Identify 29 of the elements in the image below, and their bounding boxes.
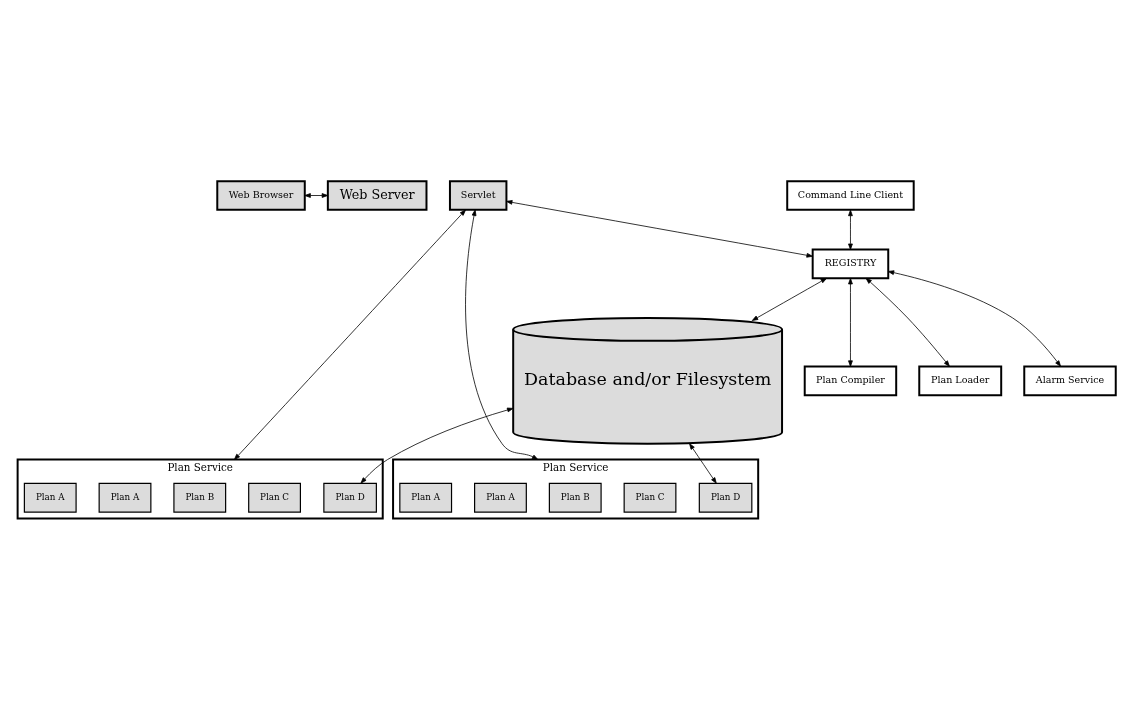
arrow [234,209,466,460]
node-box: Web Browser [216,180,306,211]
node-box: Plan B [173,482,227,513]
node-box: REGISTRY [811,248,890,280]
arrow [465,209,539,460]
node-box: Plan D [323,482,377,513]
node-box: Command Line Client [786,180,915,211]
node-box: Plan Compiler [803,365,898,397]
arrow [506,200,813,258]
arrow [865,277,950,367]
node-box: Alarm Service [1023,365,1117,397]
arrow [848,278,853,367]
arrow [304,193,329,198]
arrow [887,270,1061,367]
node-box: Servlet [448,180,508,211]
node-box: Plan Loader [918,365,1003,397]
node-box: Plan D [698,482,753,513]
arrow [360,407,514,484]
node-box: Plan C [623,482,677,513]
node-box: Plan B [548,482,602,513]
node-box: Plan A [23,482,77,513]
node-box: Web Server [326,180,428,211]
node-box: Plan A [474,482,527,513]
arrow [689,443,717,484]
node-box: Plan C [248,482,301,513]
arrow [848,209,853,250]
arrow [751,277,827,321]
node-box: Plan A [399,482,453,513]
node-box: Plan A [98,482,152,513]
